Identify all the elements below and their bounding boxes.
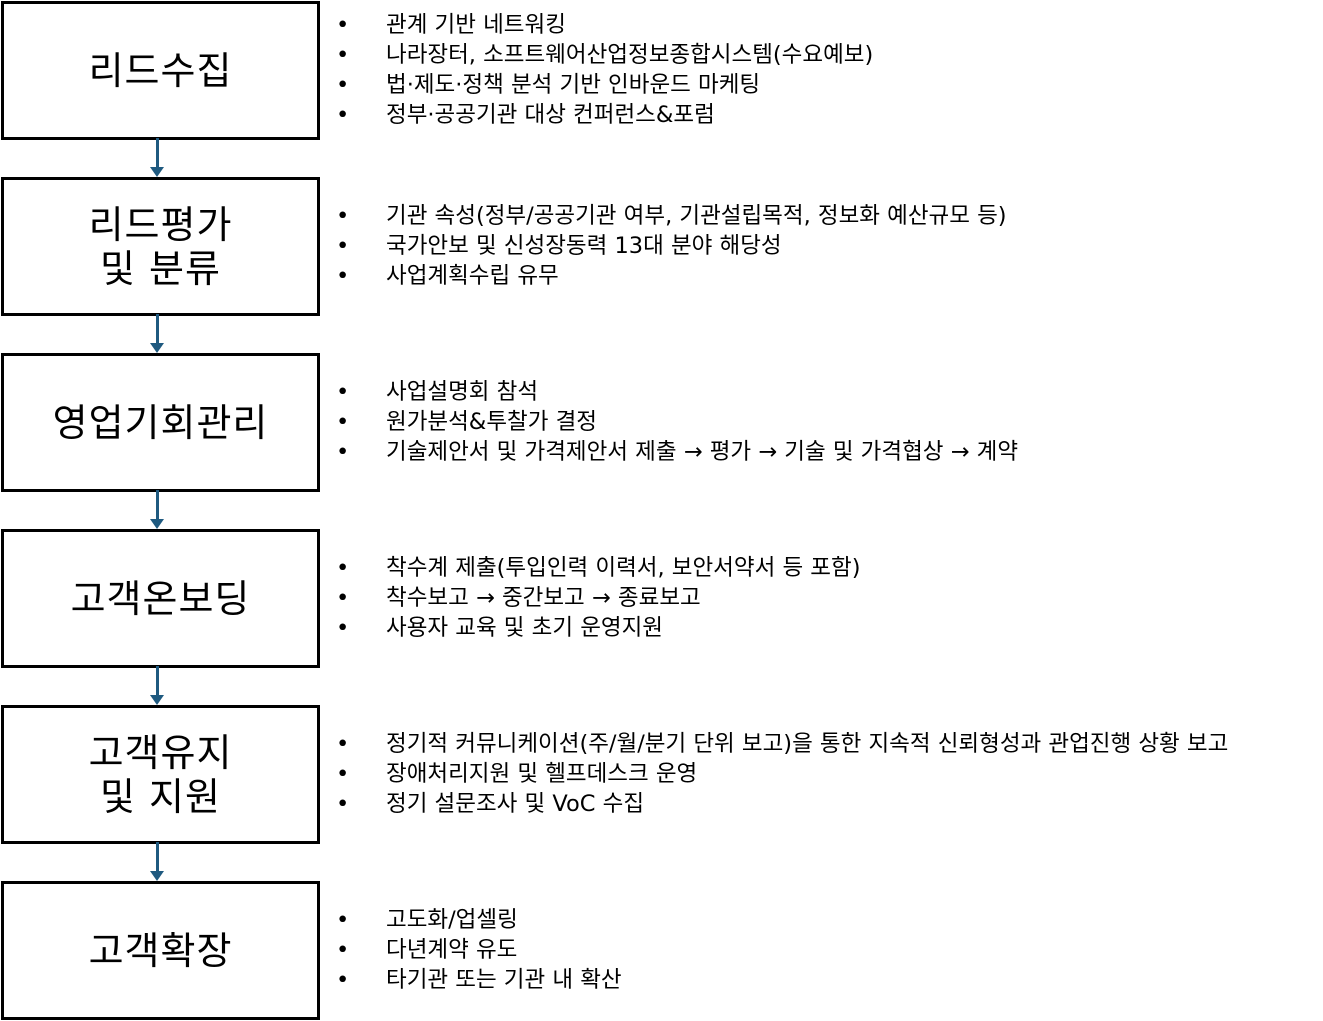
bullet-item: •다년계약 유도 [336,936,518,963]
bullet-item: •원가분석&투찰가 결정 [336,408,597,435]
stage-box-lead-evaluation: 리드평가 및 분류 [1,177,320,316]
stage-bullets-lead-evaluation: •기관 속성(정부/공공기관 여부, 기관설립목적, 정보화 예산규모 등) •… [336,177,1316,314]
bullet-icon: • [336,760,350,787]
arrow-down-icon [150,343,164,353]
bullet-item: •정기적 커뮤니케이션(주/월/분기 단위 보고)을 통한 지속적 신뢰형성과 … [336,730,1229,757]
bullet-icon: • [336,378,350,405]
stage-bullets-customer-onboarding: •착수계 제출(투입인력 이력서, 보안서약서 등 포함) •착수보고 → 중간… [336,529,1316,666]
bullet-icon: • [336,408,350,435]
bullet-item: •타기관 또는 기관 내 확산 [336,966,622,993]
bullet-icon: • [336,11,350,38]
bullet-icon: • [336,730,350,757]
connector-line [156,666,159,698]
bullet-icon: • [336,438,350,465]
stage-title: 고객유지 및 지원 [88,730,233,819]
bullet-icon: • [336,232,350,259]
stage-box-customer-retention: 고객유지 및 지원 [1,705,320,844]
bullet-item: •나라장터, 소프트웨어산업정보종합시스템(수요예보) [336,41,874,68]
bullet-item: •정기 설문조사 및 VoC 수집 [336,790,645,817]
bullet-item: •착수보고 → 중간보고 → 종료보고 [336,584,701,611]
bullet-icon: • [336,202,350,229]
connector-line [156,842,159,874]
bullet-item: •법·제도·정책 분석 기반 인바운드 마케팅 [336,71,761,98]
bullet-item: •기술제안서 및 가격제안서 제출 → 평가 → 기술 및 가격협상 → 계약 [336,438,1019,465]
bullet-item: •장애처리지원 및 헬프데스크 운영 [336,760,698,787]
connector-line [156,138,159,170]
stage-title: 고객온보딩 [70,576,251,621]
stage-box-customer-onboarding: 고객온보딩 [1,529,320,668]
bullet-icon: • [336,614,350,641]
bullet-item: •국가안보 및 신성장동력 13대 분야 해당성 [336,232,782,259]
bullet-icon: • [336,584,350,611]
bullet-item: •관계 기반 네트워킹 [336,11,566,38]
bullet-item: •사용자 교육 및 초기 운영지원 [336,614,664,641]
bullet-icon: • [336,966,350,993]
bullet-icon: • [336,936,350,963]
stage-bullets-customer-expansion: •고도화/업셀링 •다년계약 유도 •타기관 또는 기관 내 확산 [336,881,1316,1018]
stage-title: 영업기회관리 [52,400,269,445]
bullet-item: •사업설명회 참석 [336,378,539,405]
arrow-down-icon [150,871,164,881]
bullet-icon: • [336,262,350,289]
stage-title: 리드수집 [88,48,233,93]
bullet-icon: • [336,790,350,817]
stage-box-lead-collection: 리드수집 [1,1,320,140]
stage-title: 리드평가 및 분류 [88,202,233,291]
bullet-icon: • [336,101,350,128]
stage-bullets-lead-collection: •관계 기반 네트워킹 •나라장터, 소프트웨어산업정보종합시스템(수요예보) … [336,1,1316,138]
stage-box-opportunity-management: 영업기회관리 [1,353,320,492]
bullet-item: •고도화/업셀링 [336,906,518,933]
bullet-item: •기관 속성(정부/공공기관 여부, 기관설립목적, 정보화 예산규모 등) [336,202,1007,229]
bullet-item: •정부·공공기관 대상 컨퍼런스&포럼 [336,101,715,128]
stage-bullets-customer-retention: •정기적 커뮤니케이션(주/월/분기 단위 보고)을 통한 지속적 신뢰형성과 … [336,705,1316,842]
bullet-icon: • [336,71,350,98]
stage-title: 고객확장 [88,928,233,973]
arrow-down-icon [150,695,164,705]
arrow-down-icon [150,519,164,529]
bullet-icon: • [336,906,350,933]
stage-bullets-opportunity-management: •사업설명회 참석 •원가분석&투찰가 결정 •기술제안서 및 가격제안서 제출… [336,353,1316,490]
connector-line [156,490,159,522]
bullet-icon: • [336,41,350,68]
bullet-item: •사업계획수립 유무 [336,262,559,289]
bullet-item: •착수계 제출(투입인력 이력서, 보안서약서 등 포함) [336,554,861,581]
stage-box-customer-expansion: 고객확장 [1,881,320,1020]
connector-line [156,314,159,346]
bullet-icon: • [336,554,350,581]
arrow-down-icon [150,167,164,177]
